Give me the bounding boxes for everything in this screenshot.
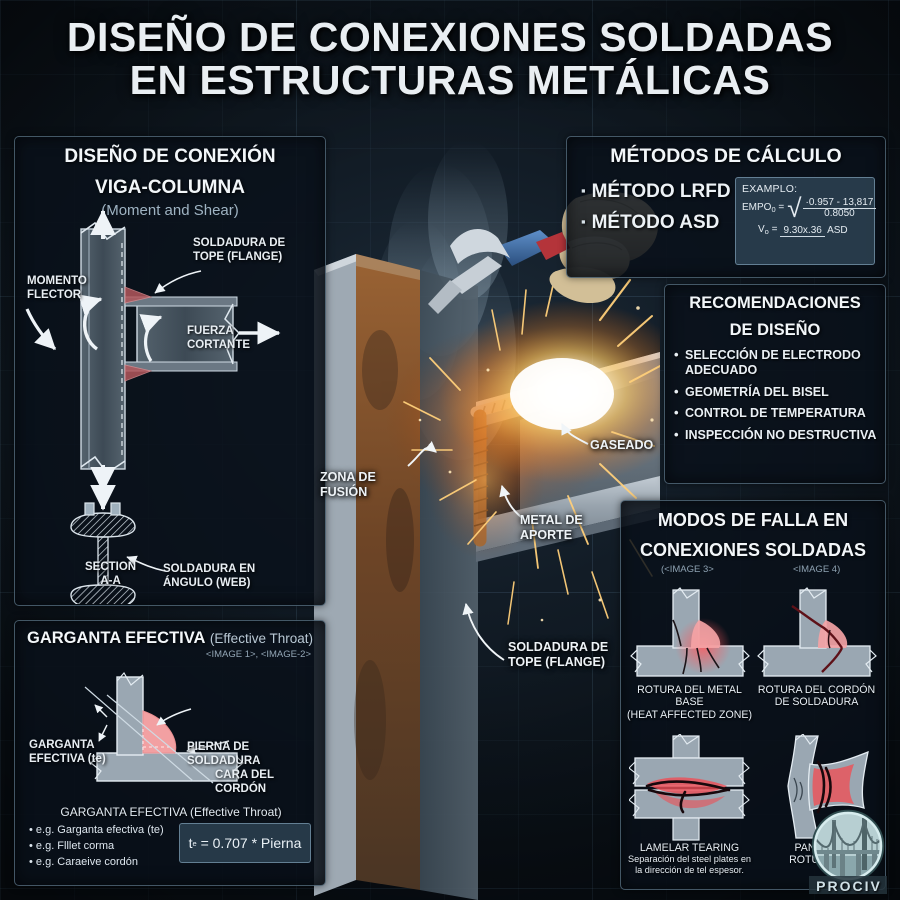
formula-numerator-1: ·0.957 - 13,817	[802, 197, 877, 209]
image-tag-3: (<IMAGE 3>	[661, 563, 714, 575]
fail-cell-cordon: ROTURA DEL CORDÓN DE SOLDADURA	[754, 584, 879, 722]
panel-modos-title-line-1: MODOS DE FALLA EN	[657, 510, 849, 530]
fail-diagram-metal-base	[629, 586, 750, 677]
formula-lhs-empo: EMPO	[742, 202, 772, 214]
modos-image-tags: (<IMAGE 3> <IMAGE 4)	[621, 564, 885, 580]
fail-cap-metal-base-1: ROTURA DEL METAL BASE	[637, 683, 742, 709]
fail-cap-lamelar-2: Separación del steel plates en la direcc…	[627, 854, 752, 876]
fail-cap-cordon-1: ROTURA DEL CORDÓN	[757, 683, 876, 696]
metodo-label-asd: MÉTODO ASD	[591, 212, 720, 233]
viga-columna-diagram	[25, 209, 281, 604]
fail-cap-lamelar-1: LAMELAR TEARING	[639, 841, 740, 854]
panel-metodos-title: MÉTODOS DE CÁLCULO	[610, 145, 842, 167]
label-fuerza-cortante: FUERZA CORTANTE	[187, 325, 251, 351]
bullet-square-icon: ▪	[581, 183, 586, 198]
bullet-square-icon: ▪	[581, 214, 586, 229]
panel-recom-title-line-2: DE DISEÑO	[729, 321, 821, 340]
label-soldadura-de-tope-diagram: SOLDADURA DE TOPE (FLANGE)	[193, 237, 286, 263]
formula-lhs-vo-sub: o	[764, 227, 769, 237]
panel-garganta-efectiva: GARGANTA EFECTIVA (Effective Throat) <IM…	[14, 620, 326, 886]
garganta-subcaption: GARGANTA EFECTIVA (Effective Throat)	[60, 805, 282, 819]
label-momento-flector: MOMENTO FLECTOR	[27, 275, 87, 301]
welding-photo-scene	[300, 120, 698, 900]
formula-lhs-vo: V	[758, 224, 765, 236]
prociv-logo-mark	[809, 809, 887, 894]
fraction-1: ·0.957 - 13,817 0.8050	[802, 197, 877, 219]
fail-diagram-lamelar-tearing	[628, 733, 750, 841]
garganta-equation-lhs: t	[188, 835, 193, 851]
bridge-icon	[815, 813, 881, 879]
metodo-item-asd: ▪ MÉTODO ASD	[581, 212, 731, 234]
image-tag-4: <IMAGE 4)	[793, 563, 841, 575]
label-soldadura-en-angulo-web: SOLDADURA EN ÁNGULO (WEB)	[163, 563, 256, 589]
formula-example-box: EXAMPLO: EMPO0 = √ ·0.957 - 13,817 0.805…	[735, 177, 877, 265]
formula-denominator-1: 0.8050	[824, 208, 855, 219]
label-section-a-a: SECTION A-A	[85, 561, 137, 587]
label-cara-del-cordon: CARA DEL CORDÓN	[215, 769, 274, 795]
garganta-header: GARGANTA EFECTIVA (Effective Throat)	[15, 621, 325, 648]
garganta-bullet-2: • e.g. Flllet corma	[29, 840, 115, 853]
garganta-title-bold: GARGANTA EFECTIVA	[27, 629, 206, 647]
recomendacion-item-4: INSPECCIÓN NO DESTRUCTIVA	[674, 427, 885, 443]
garganta-bullets: • e.g. Garganta efectiva (te) • e.g. Fll…	[29, 823, 164, 871]
prociv-logo[interactable]: PROCIV	[802, 808, 894, 896]
panel-viga-subtitle: (Moment and Shear)	[101, 201, 239, 219]
fail-cell-metal-base: ROTURA DEL METAL BASE (HEAT AFFECTED ZON…	[627, 584, 752, 722]
label-pierna-de-soldadura: PIERNA DE SOLDADURA	[187, 741, 261, 767]
recomendacion-item-3: CONTROL DE TEMPERATURA	[674, 405, 885, 421]
garganta-bullet-1: • e.g. Garganta efectiva (te)	[29, 824, 164, 837]
metodo-item-lrfd: ▪ MÉTODO LRFD	[581, 181, 731, 203]
recomendacion-item-2: GEOMETRÍA DEL BISEL	[674, 384, 885, 400]
fail-grid-top: ROTURA DEL METAL BASE (HEAT AFFECTED ZON…	[621, 584, 885, 722]
fail-cell-pandeo: PANDEO ROTURA D	[754, 733, 879, 877]
garganta-equation-rhs: = 0.707 * Pierna	[200, 835, 302, 851]
label-zona-de-fusion: ZONA DE FUSIÓN	[320, 470, 376, 499]
prociv-logo-text: PROCIV	[816, 878, 882, 894]
metodo-label-lrfd: MÉTODO LRFD	[591, 181, 731, 202]
label-garganta-efectiva-te: GARGANTA EFECTIVA (te)	[29, 739, 106, 765]
fail-cell-lamelar-tearing: LAMELAR TEARING Separación del steel pla…	[627, 733, 752, 877]
formula-lhs-empo-sub: 0	[771, 205, 776, 215]
radical-sign-group: √ ·0.957 - 13,817 0.8050	[787, 193, 877, 223]
panel-recomendaciones-de-diseno: RECOMENDACIONES DE DISEÑO SELECCIÓN DE E…	[664, 284, 886, 484]
garganta-equation-sub: e	[192, 838, 197, 848]
fail-diagram-cordon	[756, 586, 877, 677]
garganta-image-tags: <IMAGE 1>, <IMAGE-2>	[205, 649, 311, 660]
fail-diagram-pandeo	[786, 733, 869, 839]
garganta-efectiva-diagram	[84, 671, 244, 784]
fail-grid-bottom: LAMELAR TEARING Separación del steel pla…	[621, 733, 885, 877]
recomendacion-item-1: SELECCIÓN DE ELECTRODO ADECUADO	[674, 347, 885, 377]
label-soldadura-de-tope-flange: SOLDADURA DE TOPE (FLANGE)	[508, 640, 609, 669]
metodos-list: ▪ MÉTODO LRFD ▪ MÉTODO ASD	[581, 181, 731, 243]
panel-diseno-conexion-viga-columna: DISEÑO DE CONEXIÓN VIGA-COLUMNA (Moment …	[14, 136, 326, 606]
fail-cap-metal-base-2: (HEAT AFFECTED ZONE)	[627, 709, 752, 721]
formula-row-empo: EMPO0 = √ ·0.957 - 13,817 0.8050	[742, 195, 877, 221]
panel-viga-title-line-1: DISEÑO DE CONEXIÓN	[64, 146, 276, 167]
recomendaciones-list: SELECCIÓN DE ELECTRODO ADECUADO GEOMETRÍ…	[674, 347, 885, 443]
formula-numerator-2: 9.30x.36	[780, 224, 825, 237]
panel-modos-title-line-2: CONEXIONES SOLDADAS	[639, 539, 867, 560]
formula-caption: EXAMPLO:	[742, 183, 798, 195]
garganta-bullet-3: • e.g. Caraeive cordón	[29, 856, 139, 869]
sqrt-icon: √	[787, 193, 802, 223]
formula-row-vo: Vo = 9.30x.36 ASD	[758, 224, 848, 237]
label-gaseado: GASEADO	[590, 438, 654, 452]
panel-metodos-de-calculo: MÉTODOS DE CÁLCULO ▪ MÉTODO LRFD ▪ MÉTODO …	[566, 136, 886, 278]
fail-cap-cordon-2: DE SOLDADURA	[774, 696, 859, 709]
panel-viga-title-line-2: VIGA-COLUMNA	[95, 176, 245, 198]
formula-denominator-2: ASD	[827, 224, 848, 236]
label-metal-de-aporte: METAL DE APORTE	[520, 513, 583, 542]
panel-recom-title-line-1: RECOMENDACIONES	[689, 294, 861, 312]
garganta-title-normal: (Effective Throat)	[209, 631, 313, 646]
fraction-2: 9.30x.36 ASD	[780, 224, 848, 237]
